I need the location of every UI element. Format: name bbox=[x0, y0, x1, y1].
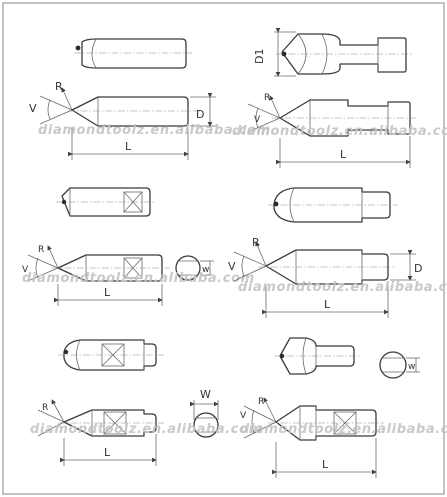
tool-2-dimension-view: V R L bbox=[247, 93, 416, 168]
watermark: diamondtoolz.en.alibaba.com bbox=[22, 271, 255, 286]
label-l: L bbox=[324, 298, 331, 311]
tool-3-side-view bbox=[56, 187, 156, 217]
label-r: R bbox=[38, 245, 44, 255]
label-d: D bbox=[196, 108, 204, 121]
diamond-tip bbox=[279, 353, 285, 359]
watermark: diamondtoolz.en.alibaba.com bbox=[240, 422, 447, 437]
diamond-tip bbox=[63, 349, 69, 355]
cross-section bbox=[193, 412, 219, 438]
diamond-tip bbox=[75, 45, 81, 51]
label-r: R bbox=[258, 397, 264, 407]
label-l: L bbox=[322, 458, 329, 471]
watermark: diamondtoolz.en.alibaba.com bbox=[238, 280, 447, 295]
tool-6-side-view: w bbox=[274, 337, 420, 379]
tool-1-dimension-view: V R L D bbox=[29, 80, 216, 160]
tool-4-side-view bbox=[268, 187, 398, 223]
tool-1-side-view bbox=[74, 38, 192, 69]
label-v: V bbox=[240, 411, 247, 421]
tool-3-dimension-view: V R L w bbox=[22, 245, 214, 306]
watermark: diamondtoolz.en.alibaba.com bbox=[30, 422, 263, 437]
label-r: R bbox=[264, 93, 270, 103]
diamond-tip bbox=[273, 201, 279, 207]
label-v: V bbox=[22, 265, 29, 275]
label-d: D bbox=[414, 262, 422, 275]
label-l: L bbox=[104, 446, 111, 459]
label-l: L bbox=[340, 148, 347, 161]
label-l: L bbox=[104, 286, 111, 299]
label-w: w bbox=[202, 265, 209, 275]
label-d1: D1 bbox=[253, 49, 266, 64]
cross-section bbox=[379, 351, 407, 379]
watermark: diamondtoolz.en.alibaba.com bbox=[38, 123, 271, 138]
tool-5-dimension-view: R L W bbox=[37, 388, 219, 466]
tool-6-dimension-view: V R L bbox=[240, 397, 384, 478]
diamond-tip bbox=[61, 199, 67, 205]
label-v: V bbox=[228, 260, 236, 273]
tool-4-dimension-view: V R L D bbox=[228, 236, 422, 318]
label-v: V bbox=[29, 102, 37, 115]
tool-2-side-view: D1 bbox=[253, 28, 412, 77]
label-w: W bbox=[200, 388, 211, 401]
label-r: R bbox=[252, 236, 260, 249]
diamond-tip bbox=[281, 51, 287, 57]
cross-section bbox=[175, 255, 201, 281]
label-r: R bbox=[42, 403, 48, 413]
label-w: w bbox=[408, 362, 415, 372]
label-l: L bbox=[125, 140, 132, 153]
tool-5-side-view bbox=[58, 339, 164, 371]
label-r: R bbox=[55, 80, 63, 93]
watermark: diamondtoolz.en.alibaba.com bbox=[232, 124, 447, 139]
label-v: V bbox=[254, 115, 261, 125]
